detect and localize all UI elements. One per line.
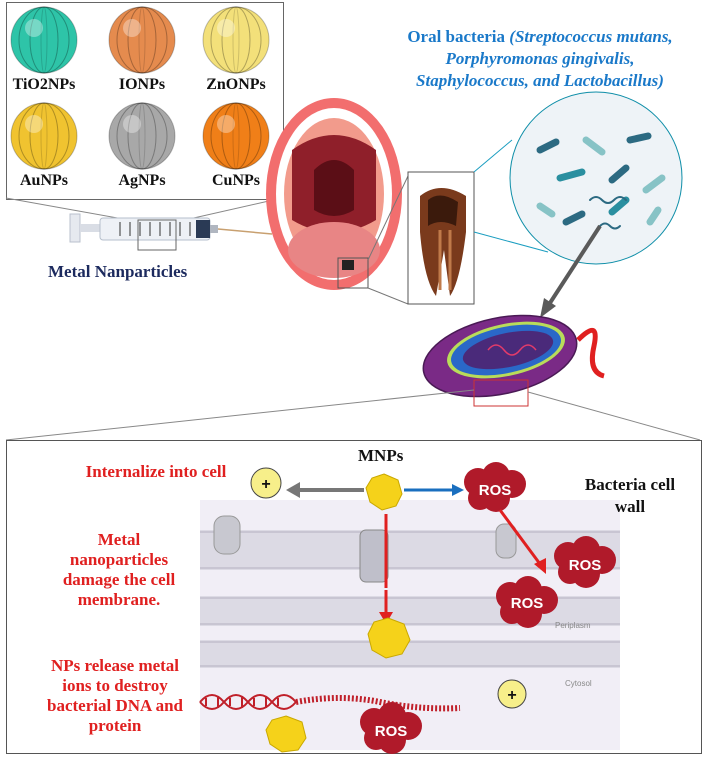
np-label-tio2: TiO2NPs: [12, 76, 76, 93]
np-facet-line: [127, 6, 157, 74]
nanoparticle-spheres: [10, 6, 270, 170]
bacteria-title-line2: Porphyromonas gingivalis,: [445, 49, 635, 68]
syringe-icon: [69, 213, 273, 243]
np-facet-line: [232, 102, 240, 170]
internalize-text: Internalize into cell: [85, 462, 227, 481]
np-facet-line: [210, 6, 262, 74]
np-label-ag: AgNPs: [118, 172, 166, 189]
ros-cluster-3: ROS: [496, 576, 558, 628]
np-highlight: [25, 19, 43, 37]
np-facet-line: [138, 102, 146, 170]
bacteria-title-line1: (Streptococcus mutans,: [509, 27, 673, 46]
np-facet-line: [221, 102, 251, 170]
mnps-label: MNPs: [358, 446, 404, 465]
np-facet-line: [29, 102, 59, 170]
nanoparticle-panel: [6, 2, 284, 200]
np-highlight: [25, 115, 43, 133]
np-highlight: [217, 115, 235, 133]
ros-label-4: ROS: [375, 723, 408, 740]
ros-cluster-4: ROS: [360, 702, 422, 754]
np-facet-line: [18, 6, 70, 74]
np-facet-line: [210, 102, 262, 170]
np-facet-line: [18, 102, 70, 170]
plus-ion-bottom: +: [507, 687, 516, 704]
np-facet-line: [210, 102, 262, 170]
np-sphere-tio2: [10, 6, 78, 74]
np-facet-line: [40, 6, 48, 74]
np-facet-line: [29, 6, 59, 74]
protein-strand-icon: [295, 695, 461, 712]
np-facet-line: [210, 6, 262, 74]
np-facet-line: [29, 102, 59, 170]
oral-bacteria-title: Oral bacteria (Streptococcus mutans, Por…: [380, 26, 700, 92]
top-illustration: [5, 91, 701, 440]
np-facet-line: [116, 102, 168, 170]
cell-wall-label: Bacteria cell wall: [584, 475, 676, 516]
np-facet-line: [116, 102, 168, 170]
np-facet-line: [127, 6, 157, 74]
np-facet-line: [116, 6, 168, 74]
np-sphere-io: [108, 6, 176, 74]
ros-label-2: ROS: [569, 557, 602, 574]
np-highlight: [123, 115, 141, 133]
bacterium-cell-icon: [422, 314, 605, 398]
np-facet-line: [18, 102, 70, 170]
np-highlight: [123, 19, 141, 37]
ros-cluster-2: ROS: [554, 536, 616, 588]
bacteria-cluster-icon: [536, 132, 666, 230]
ros-label-3: ROS: [511, 595, 544, 612]
np-facet-line: [232, 6, 240, 74]
mechanism-diagram: Periplasm Cytosol + ROS ROS ROS +: [199, 462, 620, 754]
np-facet-line: [138, 6, 146, 74]
bacteria-title-prefix: Oral bacteria: [407, 27, 510, 46]
damage-membrane-text: Metal nanoparticles damage the cell memb…: [62, 530, 176, 609]
np-label-cu: CuNPs: [211, 172, 260, 189]
mechanism-panel: [6, 440, 702, 754]
ros-cluster-1: ROS: [464, 462, 526, 512]
np-sphere-cu: [202, 102, 270, 170]
np-facet-line: [221, 6, 251, 74]
plus-ion-top: +: [261, 476, 270, 493]
np-facet-line: [221, 6, 251, 74]
np-highlight: [217, 19, 235, 37]
np-label-zno: ZnONPs: [206, 76, 266, 93]
cytosol-label: Cytosol: [565, 679, 592, 688]
np-facet-line: [127, 102, 157, 170]
np-label-au: AuNPs: [19, 172, 68, 189]
np-label-io: IONPs: [118, 76, 166, 93]
np-sphere-ag: [108, 102, 176, 170]
np-facet-line: [116, 6, 168, 74]
np-facet-line: [221, 102, 251, 170]
metal-nanoparticles-label: Metal Nanparticles: [48, 262, 188, 281]
np-facet-line: [40, 102, 48, 170]
bacteria-title-line3: Staphylococcus, and Lactobacillus): [416, 71, 664, 90]
np-sphere-zno: [202, 6, 270, 74]
np-facet-line: [127, 102, 157, 170]
np-facet-line: [29, 6, 59, 74]
release-ions-text: NPs release metal ions to destroy bacter…: [47, 656, 183, 735]
np-facet-line: [18, 6, 70, 74]
dna-helix-icon: [199, 694, 297, 710]
periplasm-label: Periplasm: [555, 621, 591, 630]
np-sphere-au: [10, 102, 78, 170]
open-mouth-icon: [266, 98, 402, 290]
ros-label-1: ROS: [479, 482, 512, 499]
decayed-tooth-icon: [420, 188, 466, 296]
